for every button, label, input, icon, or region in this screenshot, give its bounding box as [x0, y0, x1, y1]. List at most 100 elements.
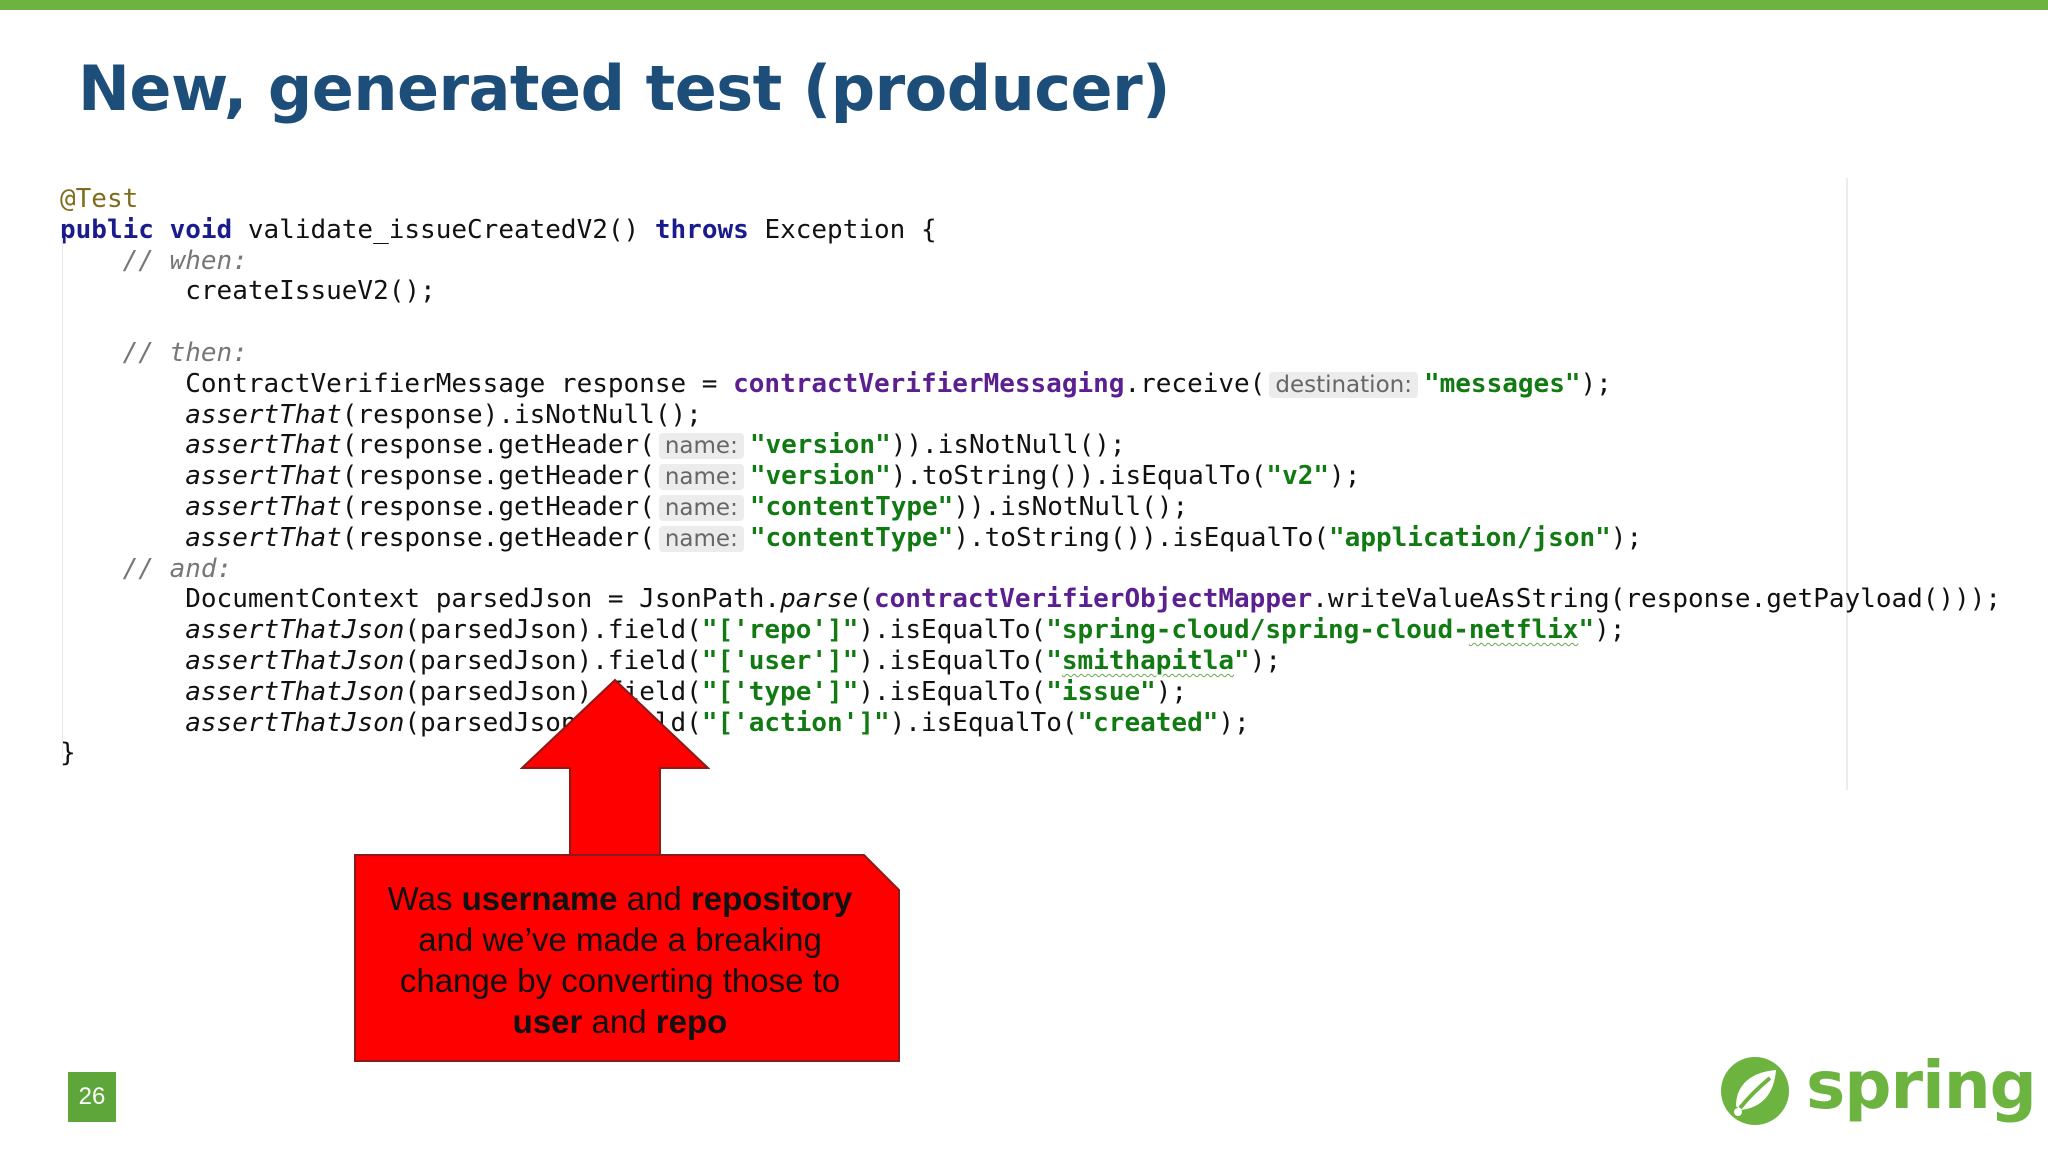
annotation-token: @Test — [60, 184, 139, 214]
method-token: assertThat — [185, 491, 342, 522]
code-line-12: // and: — [60, 554, 2001, 585]
up-arrow-shape — [520, 678, 710, 859]
spellcheck-string-token: netflix — [1468, 615, 1579, 646]
code-token: createIssueV2(); — [185, 276, 436, 307]
code-line-13: DocumentContext parsedJson = JsonPath.pa… — [60, 584, 2001, 615]
method-token: assertThat — [185, 399, 342, 430]
string-token: spring-cloud/spring-cloud- — [1061, 615, 1469, 646]
code-line-17: assertThatJson(parsedJson).field("['acti… — [60, 708, 2001, 739]
field-token: contractVerifierMessaging — [733, 368, 1125, 399]
callout-text-span: Was — [387, 880, 462, 917]
field-token: contractVerifierObjectMapper — [874, 584, 1313, 615]
callout-bold-text: repo — [655, 1003, 728, 1040]
code-line-18: } — [60, 738, 2001, 769]
code-token: } — [60, 738, 76, 769]
code-line-15: assertThatJson(parsedJson).field("['user… — [60, 646, 2001, 677]
string-token: "['repo']" — [701, 615, 859, 646]
callout-line-2: and we’ve made a breaking — [418, 921, 822, 958]
method-token: assertThat — [185, 522, 342, 553]
spring-leaf-icon — [1721, 1057, 1789, 1125]
code-token: )).isNotNull(); — [953, 491, 1189, 522]
callout-text: Was username and repository and we’ve ma… — [360, 878, 880, 1042]
code-line-1: @Test — [60, 184, 2001, 215]
comment-token: // then: — [122, 337, 248, 368]
top-accent-bar — [0, 0, 2048, 10]
slide-title: New, generated test (producer) — [78, 52, 1171, 125]
method-token: assertThat — [185, 430, 342, 461]
method-token: assertThatJson — [185, 615, 405, 646]
parameter-hint: name: — [658, 525, 744, 552]
code-line-16: assertThatJson(parsedJson).field("['type… — [60, 677, 2001, 708]
code-token: ).toString()).isEqualTo( — [890, 461, 1267, 492]
comment-token: // and: — [122, 553, 233, 584]
method-token: assertThatJson — [185, 707, 405, 738]
code-token: ContractVerifierMessage response = — [185, 368, 734, 399]
callout-text-span: and — [617, 880, 691, 917]
spring-logo-text: spring — [1806, 1047, 2037, 1124]
string-token: "contentType" — [749, 491, 954, 522]
code-token: (parsedJson).field( — [404, 615, 702, 646]
parameter-hint: name: — [658, 433, 744, 460]
code-token: (parsedJson).field( — [404, 676, 702, 707]
code-token: .writeValueAsString(response.getPayload(… — [1312, 584, 2002, 615]
parameter-hint: name: — [658, 494, 744, 521]
code-token: ); — [1155, 676, 1188, 707]
code-token: (response.getHeader( — [341, 522, 655, 553]
method-token: parse — [780, 584, 859, 615]
callout-bold-text: user — [512, 1003, 583, 1040]
code-token: ); — [1610, 522, 1643, 553]
callout-line-1: Was username and repository — [360, 878, 880, 919]
code-token: (parsedJson).field( — [404, 645, 702, 676]
code-line-5: // then: — [60, 338, 2001, 369]
string-token: "['action']" — [701, 707, 890, 738]
code-token: )).isNotNull(); — [890, 430, 1126, 461]
string-token: " — [1046, 615, 1062, 646]
string-token: "version" — [749, 430, 891, 461]
code-token: ).isEqualTo( — [858, 676, 1047, 707]
string-token: "application/json" — [1329, 522, 1611, 553]
callout-text-span: and — [582, 1003, 656, 1040]
callout-box-shape — [354, 854, 900, 1062]
code-token: ).isEqualTo( — [858, 615, 1047, 646]
keyword-token: void — [169, 214, 233, 245]
indent-guide — [62, 238, 63, 758]
code-token: ( — [858, 584, 874, 615]
code-line-blank — [60, 307, 2001, 338]
parameter-hint: name: — [658, 464, 744, 491]
spellcheck-string-token: smithapitla — [1061, 645, 1235, 676]
string-token: "contentType" — [749, 522, 954, 553]
code-token: DocumentContext parsedJson = JsonPath. — [185, 584, 781, 615]
code-token: (response.getHeader( — [341, 461, 655, 492]
code-token: ).isEqualTo( — [889, 707, 1078, 738]
code-token: validate_issueCreatedV2() — [247, 214, 640, 245]
string-token: "messages" — [1423, 368, 1581, 399]
method-token: assertThatJson — [185, 645, 405, 676]
string-token: "created" — [1077, 707, 1219, 738]
code-token: .receive( — [1124, 368, 1266, 399]
code-token: ); — [1249, 645, 1282, 676]
callout-line-4: user and repo — [360, 1001, 880, 1042]
callout-bold-text: repository — [690, 880, 853, 917]
keyword-token: throws — [654, 214, 749, 245]
string-token: " — [1234, 645, 1250, 676]
method-token: assertThat — [185, 461, 342, 492]
comment-token: // when: — [122, 245, 248, 276]
keyword-token: public — [60, 214, 154, 245]
code-token: Exception { — [764, 214, 937, 245]
code-token: ).toString()).isEqualTo( — [953, 522, 1330, 553]
code-token: ); — [1594, 615, 1626, 646]
code-token: (response).isNotNull(); — [341, 399, 702, 430]
code-line-7: assertThat(response).isNotNull(); — [60, 400, 2001, 431]
string-token: "v2" — [1266, 461, 1330, 492]
code-line-11: assertThat(response.getHeader(name:"cont… — [60, 523, 2001, 554]
code-line-10: assertThat(response.getHeader(name:"cont… — [60, 492, 2001, 523]
parameter-hint: destination: — [1269, 371, 1418, 398]
string-token: " — [1578, 615, 1595, 646]
code-line-6: ContractVerifierMessage response = contr… — [60, 369, 2001, 400]
callout-bold-text: username — [461, 880, 618, 917]
code-token: ); — [1580, 368, 1612, 399]
code-token: (response.getHeader( — [341, 491, 655, 522]
string-token: " — [1046, 645, 1062, 676]
